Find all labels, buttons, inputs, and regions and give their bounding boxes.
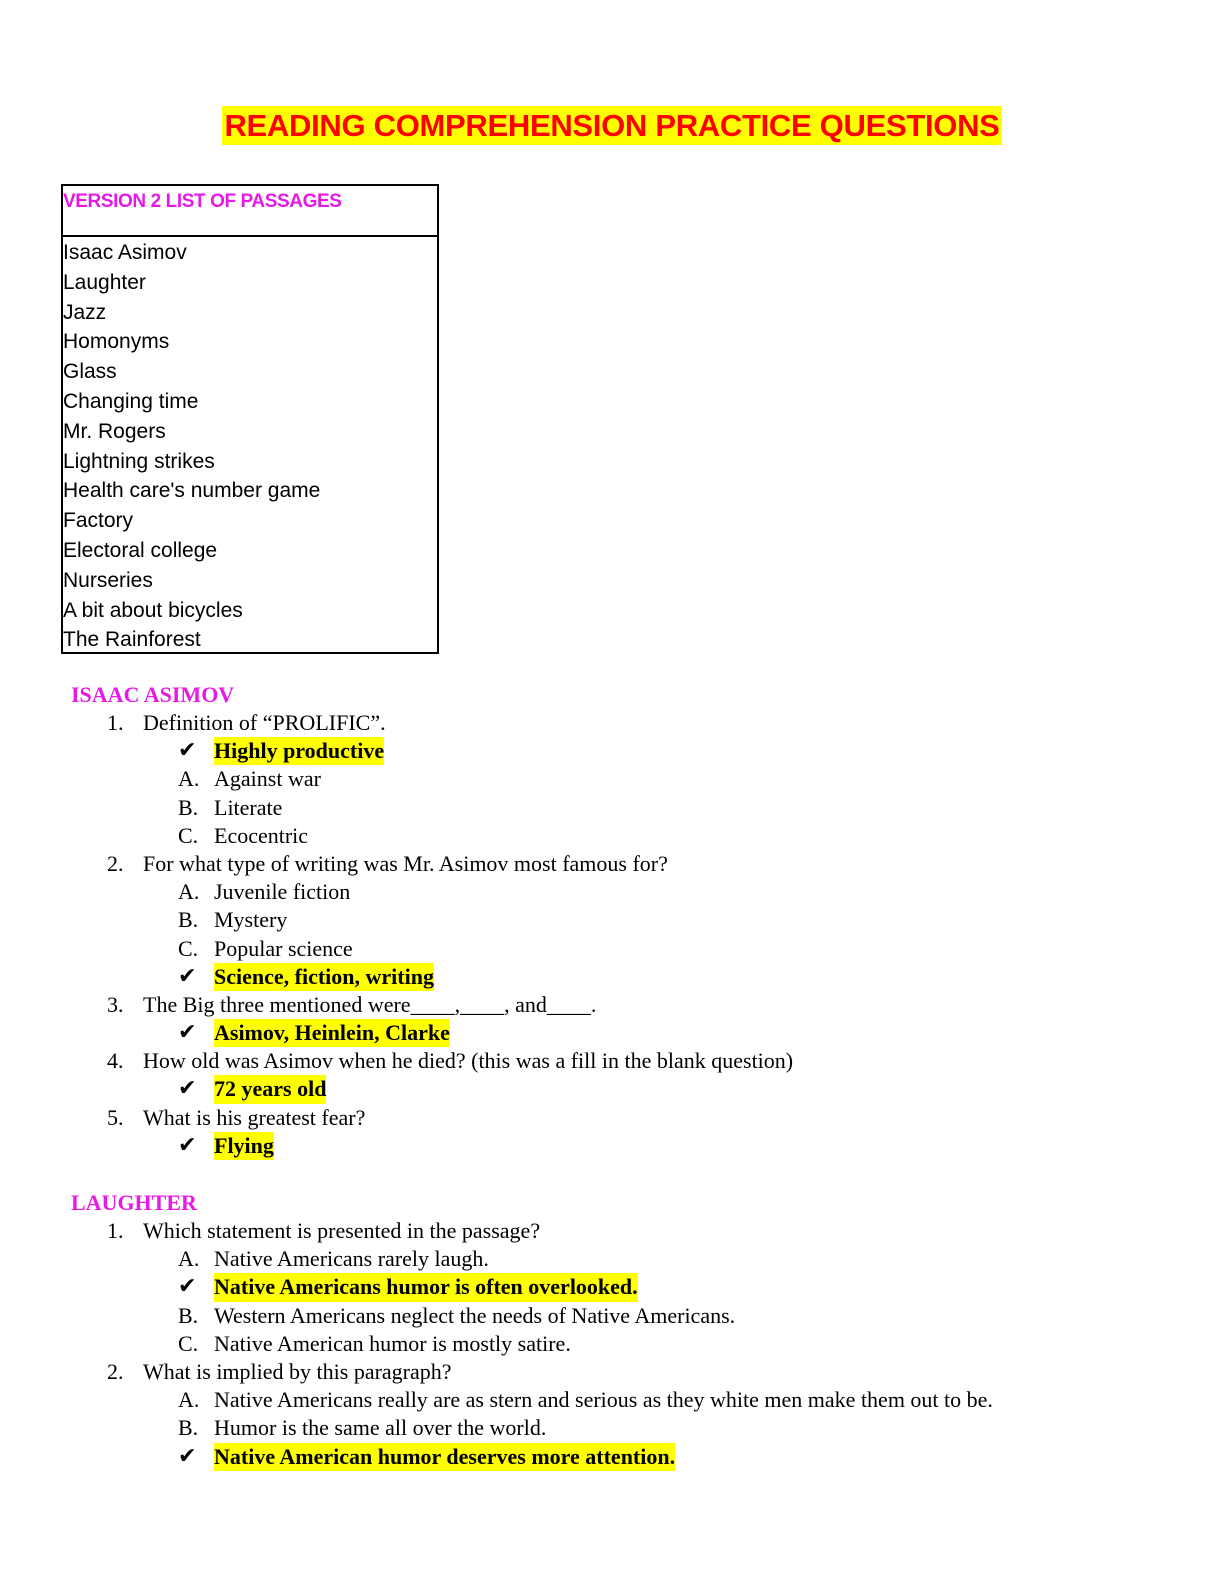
option-text: Ecocentric [214,822,309,848]
checkmark-icon: ✔ [178,1076,197,1102]
option-text: Mystery [214,907,288,933]
answer-option: B. Western Americans neglect the needs of… [71,1302,735,1330]
option-letter: C. [178,822,199,848]
correct-answer-text: Native American humor deserves more atte… [214,1442,676,1471]
checkmark-icon: ✔ [178,738,197,764]
question-number: 3. [107,991,124,1017]
passage-list-item: Homonyms [63,330,170,354]
option-text: Humor is the same all over the world. [214,1415,547,1441]
passage-list-item: Health care's number game [63,479,321,503]
question-row: 4. How old was Asimov when he died? (this… [71,1047,793,1075]
passage-list-item: Changing time [63,389,199,413]
option-letter: C. [178,1330,199,1356]
answer-option: B. Literate [71,794,282,822]
answer-option: C. Popular science [71,935,353,963]
question-text: How old was Asimov when he died? (this w… [143,1048,794,1074]
answer-option: C. Native American humor is mostly satire… [71,1330,571,1358]
correct-answer-text: Science, fiction, writing [214,962,434,991]
correct-answer-text: 72 years old [214,1075,327,1104]
question-row: 2. For what type of writing was Mr. Asimo… [71,850,668,878]
option-text: Native Americans really are as stern and… [214,1387,993,1413]
checkmark-icon: ✔ [178,963,197,989]
question-text: What is his greatest fear? [143,1104,366,1130]
question-text: Definition of “PROLIFIC”. [143,710,386,735]
section-laughter: LAUGHTER 1. Which statement is presented i… [71,1189,993,1471]
answer-option: A. Juvenile fiction [71,878,350,906]
passage-list-item: A bit about bicycles [63,598,243,622]
section-title: ISAAC ASIMOV [71,682,235,707]
section-title: LAUGHTER [71,1190,197,1215]
question-row: 2. What is implied by this paragraph? [71,1358,452,1386]
correct-answer-text: Asimov, Heinlein, Clarke [214,1019,450,1048]
option-letter: B. [178,794,199,820]
document-title: READING COMPREHENSION PRACTICE QUESTIONS [222,106,1002,145]
checkmark-icon: ✔ [178,1443,197,1469]
question-number: 5. [107,1104,124,1130]
option-text: Juvenile fiction [214,879,351,905]
question-row: 5. What is his greatest fear? [71,1104,365,1132]
option-letter: B. [178,1302,199,1328]
option-text: Western Americans neglect the needs of N… [214,1302,736,1328]
document-title-wrap: READING COMPREHENSION PRACTICE QUESTIONS [0,106,1224,145]
answer-option: B. Mystery [71,906,287,934]
answer-option: A. Native Americans rarely laugh. [71,1245,489,1273]
answer-option: B. Humor is the same all over the world. [71,1414,546,1442]
question-row: 1. Definition of “PROLIFIC”. [71,709,386,737]
question-number: 2. [107,1358,124,1384]
correct-answer-text: Native Americans humor is often overlook… [214,1273,638,1302]
answer-option-correct: ✔ Science, fiction, writing [71,962,434,991]
answer-option-correct: ✔ 72 years old [71,1075,327,1104]
passage-list-item: Factory [63,509,134,533]
passage-list-item: Jazz [63,300,107,324]
question-row: 1. Which statement is presented in the pa… [71,1217,540,1245]
answer-option-correct: ✔ Flying [71,1131,274,1161]
question-text: For what type of writing was Mr. Asimov … [143,850,668,876]
answer-option-correct: ✔ Highly productive [71,737,385,766]
option-letter: A. [178,879,200,905]
passage-list-header: VERSION 2 LIST OF PASSAGES [63,186,437,237]
option-text: Popular science [214,935,353,961]
passage-list-item: Lightning strikes [63,449,215,473]
question-text: Which statement is presented in the pass… [143,1218,541,1243]
question-number: 4. [107,1048,124,1074]
passage-list-item: Laughter [63,270,146,294]
answer-option: A. Native Americans really are as stern a… [71,1386,993,1414]
passage-list-item: Electoral college [63,538,218,562]
question-text: The Big three mentioned were____,____, a… [143,991,597,1017]
correct-answer-text: Highly productive [214,737,385,766]
option-text: Native Americans rarely laugh. [214,1246,489,1272]
option-text: Literate [214,794,283,820]
answer-option: C. Ecocentric [71,822,308,850]
answer-option-correct: ✔ Asimov, Heinlein, Clarke [71,1019,450,1048]
checkmark-icon: ✔ [178,1132,197,1158]
option-text: Native American humor is mostly satire. [214,1330,571,1356]
option-letter: A. [178,1387,200,1413]
option-letter: C. [178,935,199,961]
option-letter: B. [178,907,199,933]
question-number: 1. [107,1218,124,1243]
option-text: Against war [214,766,321,792]
checkmark-icon: ✔ [178,1020,197,1046]
option-letter: A. [178,1246,200,1272]
question-text: What is implied by this paragraph? [143,1358,452,1384]
answer-option-correct: ✔ Native American humor deserves more att… [71,1442,676,1471]
question-number: 2. [107,850,124,876]
question-number: 1. [107,710,124,735]
passage-list-item: Nurseries [63,568,153,592]
question-row: 3. The Big three mentioned were____,____,… [71,991,596,1019]
passage-list-item: Mr. Rogers [63,419,166,443]
correct-answer-text: Flying [214,1131,274,1161]
passage-list-item: Glass [63,360,117,384]
answer-option-correct: ✔ Native Americans humor is often overloo… [71,1273,638,1302]
option-letter: B. [178,1415,199,1441]
answer-option: A. Against war [71,765,321,793]
passage-list-item: The Rainforest [63,628,201,652]
passage-list-item: Isaac Asimov [63,241,187,264]
option-letter: A. [178,766,200,792]
checkmark-icon: ✔ [178,1274,197,1300]
